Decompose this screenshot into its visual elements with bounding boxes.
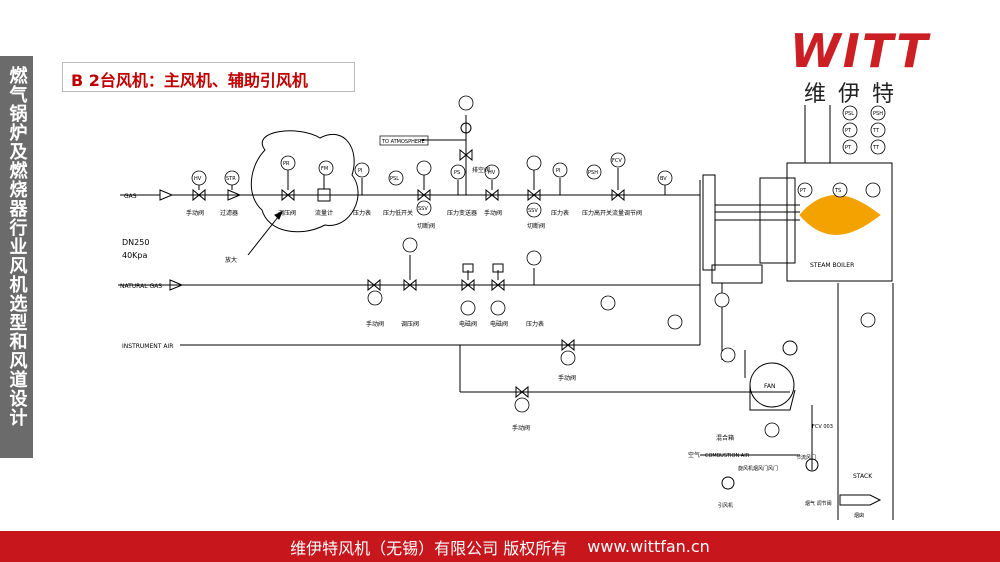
slide-title: B 2台风机：主风机、辅助引风机 <box>62 62 355 92</box>
ng-labels: 手动阀 调压阀 电磁阀 电磁阀 压力表 <box>366 320 544 328</box>
tag-11: PSH <box>588 170 598 176</box>
steam-boiler-label: STEAM BOILER <box>810 262 854 269</box>
burner-body <box>702 174 716 271</box>
tag-13: BV <box>660 176 667 182</box>
tag-0: HV <box>194 176 202 182</box>
gas-tag-texts: HV STR PR FM PI PSL SSV PS HV SSV PI PSH… <box>194 158 667 214</box>
rtag-5: TT <box>872 145 880 151</box>
footer-bar: 维伊特风机（无锡）有限公司 版权所有 www.wittfan.cn <box>0 531 1000 562</box>
instrument-air-label: INSTRUMENT AIR <box>122 343 173 350</box>
flue-damper-label: 烟气 调节阀 <box>805 500 832 507</box>
sidebar-title: 燃气锅炉及燃烧器行业风机选型和风道设计 <box>6 66 28 427</box>
gas-label-3: 流量计 <box>315 209 333 217</box>
lower-manual-label: 手动阀 <box>512 424 530 432</box>
witt-logo: WITT 维伊特 <box>790 24 940 107</box>
spec-pressure: 40Kpa <box>122 251 148 260</box>
rtag-4: PT <box>845 145 852 151</box>
zoom-leader <box>247 211 283 256</box>
chimney-label: 烟囱 <box>854 512 864 519</box>
gas-label-1: 过滤器 <box>220 209 238 217</box>
fcv-label: FCV 003 <box>812 424 833 430</box>
tag-10: PI <box>556 168 561 174</box>
gas-label-4: 压力表 <box>353 209 371 217</box>
tag-12: FCV <box>612 158 622 164</box>
induced-fan-label: 引风机 <box>718 502 733 509</box>
swirl-damper-label: 旋风机烟风门风门 <box>738 465 778 472</box>
gas-labels: 手动阀 过滤器 调压阀 流量计 压力表 压力低开关 切断阀 压力变送器 手动阀 … <box>186 209 642 230</box>
gas-valves <box>192 188 625 202</box>
gas-label-2: 调压阀 <box>278 209 296 217</box>
gas-label-12: 流量调节阀 <box>612 209 642 217</box>
gas-label-7: 压力变送器 <box>447 209 477 217</box>
gas-label-0: 手动阀 <box>186 209 204 217</box>
pid-diagram: GAS NATURAL GAS INSTRUMENT AIR TO ATMOSP… <box>118 95 894 520</box>
tag-7: PS <box>454 170 460 176</box>
stack-label: STACK <box>853 473 873 480</box>
gas-label-9: 切断阀 <box>527 222 545 230</box>
rtag-6: PT <box>800 188 807 194</box>
fan-label: FAN <box>764 383 776 390</box>
gas-label-11: 压力高开关 <box>582 209 612 217</box>
ng-label-4: 压力表 <box>526 320 544 328</box>
mix-box-label: 混合箱 <box>716 434 734 442</box>
spec-dn: DN250 <box>122 238 149 247</box>
ia-manual-label: 手动阀 <box>558 374 576 382</box>
to-atmosphere-label: TO ATMOSPHERE <box>381 139 425 145</box>
rtag-7: TS <box>834 188 841 194</box>
bypass-label: 排空阀 <box>472 166 490 174</box>
ng-label-3: 电磁阀 <box>490 320 508 328</box>
gas-stems <box>198 168 666 195</box>
zoom-cloud <box>250 130 359 233</box>
sidebar-banner: 燃气锅炉及燃烧器行业风机选型和风道设计 <box>0 56 33 458</box>
ng-label-2: 电磁阀 <box>459 320 477 328</box>
gas-instruments <box>191 95 886 438</box>
rtag-0: PSL <box>845 111 854 117</box>
tag-3: FM <box>321 166 328 172</box>
combustion-air-label: COMBUSTION AIR <box>705 453 750 459</box>
zoom-label: 放大 <box>225 256 237 264</box>
right-tag-texts: PSL PSH PT TT PT TT PT TS <box>800 111 883 194</box>
footer-company: 维伊特风机（无锡）有限公司 版权所有 <box>290 538 568 558</box>
steam-boiler <box>786 162 893 282</box>
flame <box>799 195 881 235</box>
tag-8: HV <box>488 170 496 176</box>
gas-label-8: 手动阀 <box>484 209 502 217</box>
throttle-label: 节流风门 <box>796 454 816 461</box>
footer-url[interactable]: www.wittfan.cn <box>587 537 710 556</box>
tag-2: PR <box>283 161 290 167</box>
logo-cn: 维伊特 <box>804 82 907 107</box>
tag-1: STR <box>226 176 236 182</box>
ng-label-1: 调压阀 <box>401 320 419 328</box>
ng-label-0: 手动阀 <box>366 320 384 328</box>
tag-9: SSV <box>528 208 538 214</box>
tag-5: PSL <box>390 176 399 182</box>
gas-label-6: 切断阀 <box>417 222 435 230</box>
gas-label-5: 压力低开关 <box>383 209 413 217</box>
tag-4: PI <box>358 168 363 174</box>
rtag-1: PSH <box>873 111 883 117</box>
natural-gas-label: NATURAL GAS <box>120 283 162 290</box>
gas-label-10: 压力表 <box>551 209 569 217</box>
air-label: 空气 <box>688 451 700 459</box>
gas-line-label: GAS <box>124 193 137 200</box>
tag-6: SSV <box>418 206 428 212</box>
rtag-3: TT <box>872 128 880 134</box>
rtag-2: PT <box>845 128 852 134</box>
logo-word: WITT <box>790 24 930 78</box>
